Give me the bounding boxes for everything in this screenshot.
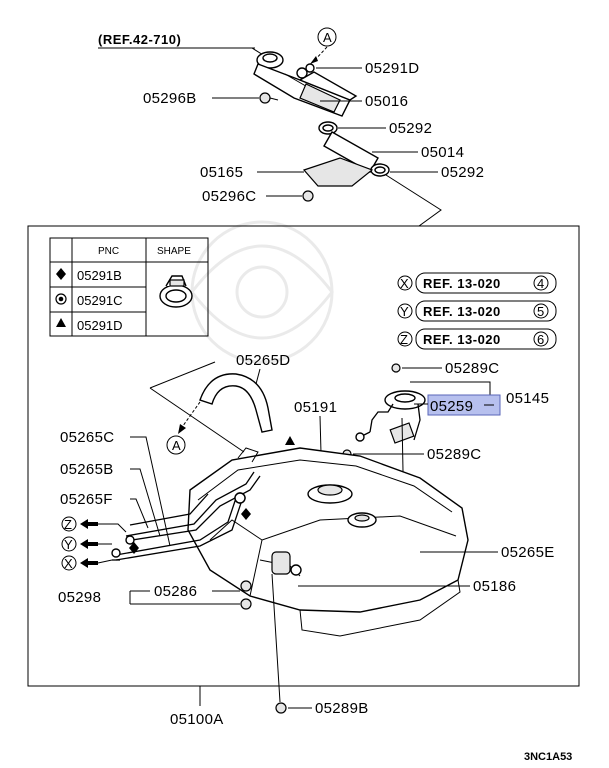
label-05289B: 05289B: [315, 700, 369, 717]
clamp-05292-upper: [318, 121, 338, 135]
clamp-05292-lower: [370, 163, 390, 177]
clip-table: [49, 237, 209, 337]
ref-row-y: Y REF. 13-020 5: [397, 300, 557, 322]
watermark: [190, 220, 334, 364]
main-frame: [27, 225, 580, 687]
fuel-tank-05100A: [187, 447, 469, 637]
label-05100A: 05100A: [170, 711, 224, 728]
label-05292-upper: 05292: [389, 120, 432, 137]
callout-x: X: [61, 555, 113, 571]
callout-z: Z: [61, 516, 127, 533]
filler-neck-top: [253, 51, 358, 117]
leader-05265F: [130, 498, 149, 529]
callout-x-letter: X: [64, 556, 73, 571]
label-05296C: 05296C: [202, 188, 256, 205]
bullseye-symbol-center: [58, 296, 64, 302]
label-05296B: 05296B: [143, 90, 197, 107]
triangle-symbol: [56, 318, 66, 327]
label-05165: 05165: [200, 164, 243, 181]
table-header-shape: SHAPE: [157, 246, 191, 257]
label-05291D: 05291D: [365, 60, 419, 77]
frame-diag-line-2: [149, 387, 245, 453]
callout-a-left-letter: A: [172, 438, 181, 453]
ref-z-num: 6: [537, 332, 544, 347]
ref-x-text: REF. 13-020: [423, 276, 501, 291]
diamond-symbol: [56, 268, 66, 280]
footer-code: 3NC1A53: [524, 751, 572, 763]
ref-x-letter: X: [400, 276, 409, 291]
ref-row-x: X REF. 13-020 4: [397, 272, 557, 294]
clip-05291D: [305, 63, 315, 73]
label-05289C-upper: 05289C: [445, 360, 499, 377]
ref-z-text: REF. 13-020: [423, 332, 501, 347]
label-05259[interactable]: 05259: [430, 398, 473, 415]
label-05265B: 05265B: [60, 461, 114, 478]
grommet-05289C-upper: [391, 363, 401, 373]
ref-z-letter: Z: [400, 332, 408, 347]
label-05265C: 05265C: [60, 429, 114, 446]
callout-a-top: [317, 27, 337, 47]
label-05286: 05286: [154, 583, 197, 600]
clip-05286-a: [240, 580, 252, 592]
table-pnc-row1: 05291B: [77, 268, 122, 283]
callout-y: Y: [61, 536, 112, 552]
label-05265E: 05265E: [501, 544, 555, 561]
bullseye-symbol: [55, 293, 67, 305]
label-05289C-lower: 05289C: [427, 446, 481, 463]
callout-a-top-letter: A: [323, 30, 332, 45]
arrow-head-a-left: [178, 424, 186, 434]
frame-diag-line: [149, 361, 216, 389]
label-05191: 05191: [294, 399, 337, 416]
ref-y-text: REF. 13-020: [423, 304, 501, 319]
label-05145: 05145: [506, 390, 549, 407]
leader-05265D: [255, 368, 261, 385]
protector-05165: [302, 157, 374, 187]
label-05265D: 05265D: [236, 352, 290, 369]
bolt-05296C: [302, 190, 314, 202]
leader-05265C: [130, 436, 171, 547]
table-header-pnc: PNC: [98, 246, 119, 257]
ref-y-num: 5: [537, 304, 544, 319]
clip-shape-drawing: [159, 275, 193, 308]
callout-y-letter: Y: [64, 537, 73, 552]
label-05265F: 05265F: [60, 491, 113, 508]
leader-05265B: [130, 468, 161, 537]
ref-y-letter: Y: [400, 304, 409, 319]
callout-a-left-arrow: [179, 401, 201, 431]
callout-z-letter: Z: [64, 517, 72, 532]
fuel-gauge-unit: [355, 390, 426, 444]
label-05014: 05014: [421, 144, 464, 161]
label-05186: 05186: [473, 578, 516, 595]
triangle-marker-tank: [285, 436, 295, 445]
bolt-05296B: [259, 92, 279, 104]
leader-05298: [130, 590, 240, 605]
fuel-lines: [111, 471, 261, 561]
label-05292-lower: 05292: [441, 164, 484, 181]
label-05298: 05298: [58, 589, 101, 606]
arrow-head-a-top: [310, 56, 318, 64]
callout-a-left: [166, 435, 186, 455]
label-05016: 05016: [365, 93, 408, 110]
table-pnc-row2: 05291C: [77, 293, 123, 308]
ref-x-num: 4: [537, 276, 544, 291]
leader-05145-bracket: [410, 381, 491, 397]
vent-hose-05265D: [199, 373, 273, 433]
ref-row-z: Z REF. 13-020 6: [397, 328, 557, 350]
table-pnc-row3: 05291D: [77, 318, 123, 333]
clip-05286-b: [240, 598, 252, 610]
ref-42-710-label: (REF.42-710): [98, 32, 181, 47]
leader-tank-down: [271, 573, 281, 703]
highlight-05259[interactable]: [427, 394, 501, 416]
grommet-05289B: [275, 702, 287, 714]
